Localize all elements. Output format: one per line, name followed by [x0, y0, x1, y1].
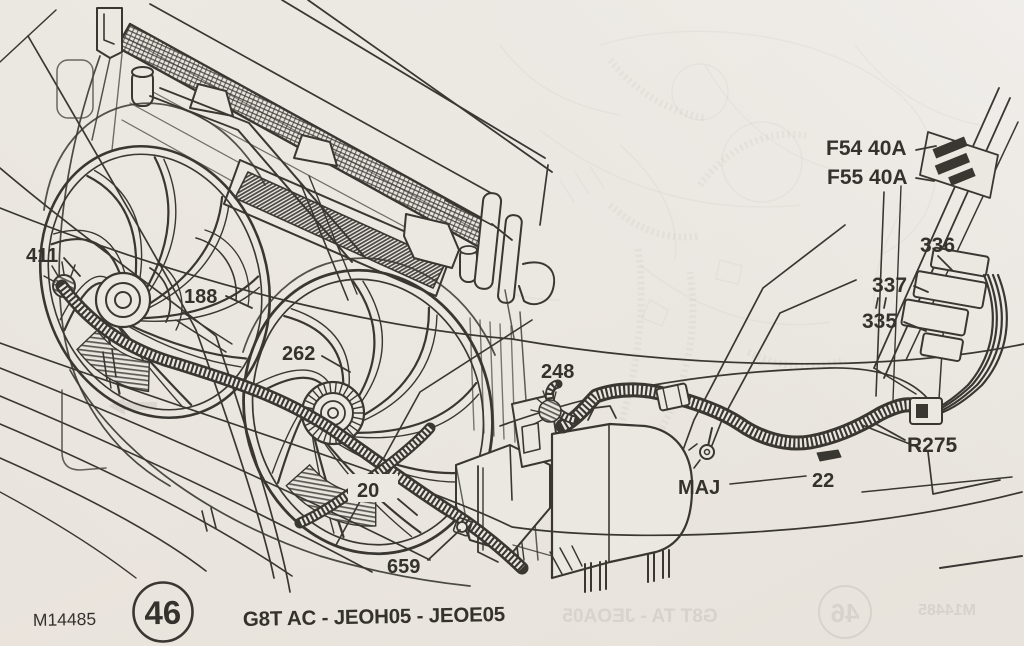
- svg-text:G8T TA - JEOA05: G8T TA - JEOA05: [562, 606, 718, 627]
- svg-text:M14485: M14485: [918, 602, 976, 619]
- svg-text:F55 40A: F55 40A: [827, 166, 908, 189]
- svg-text:G8T AC - JEOH05 - JEOE05: G8T AC - JEOH05 - JEOE05: [243, 603, 506, 631]
- svg-text:R275: R275: [907, 434, 958, 457]
- svg-text:46: 46: [831, 598, 860, 628]
- svg-text:335: 335: [862, 310, 897, 333]
- svg-text:248: 248: [541, 361, 574, 383]
- svg-text:262: 262: [282, 343, 315, 365]
- svg-text:MAJ: MAJ: [678, 477, 720, 499]
- svg-text:411: 411: [26, 245, 58, 267]
- svg-text:F54 40A: F54 40A: [826, 137, 907, 160]
- svg-text:337: 337: [872, 274, 907, 297]
- svg-text:46: 46: [144, 594, 181, 632]
- svg-text:22: 22: [812, 470, 834, 492]
- svg-text:336: 336: [920, 234, 955, 257]
- svg-text:659: 659: [387, 556, 420, 578]
- svg-text:20: 20: [357, 480, 379, 502]
- svg-text:M14485: M14485: [33, 609, 97, 630]
- svg-text:188: 188: [184, 286, 217, 308]
